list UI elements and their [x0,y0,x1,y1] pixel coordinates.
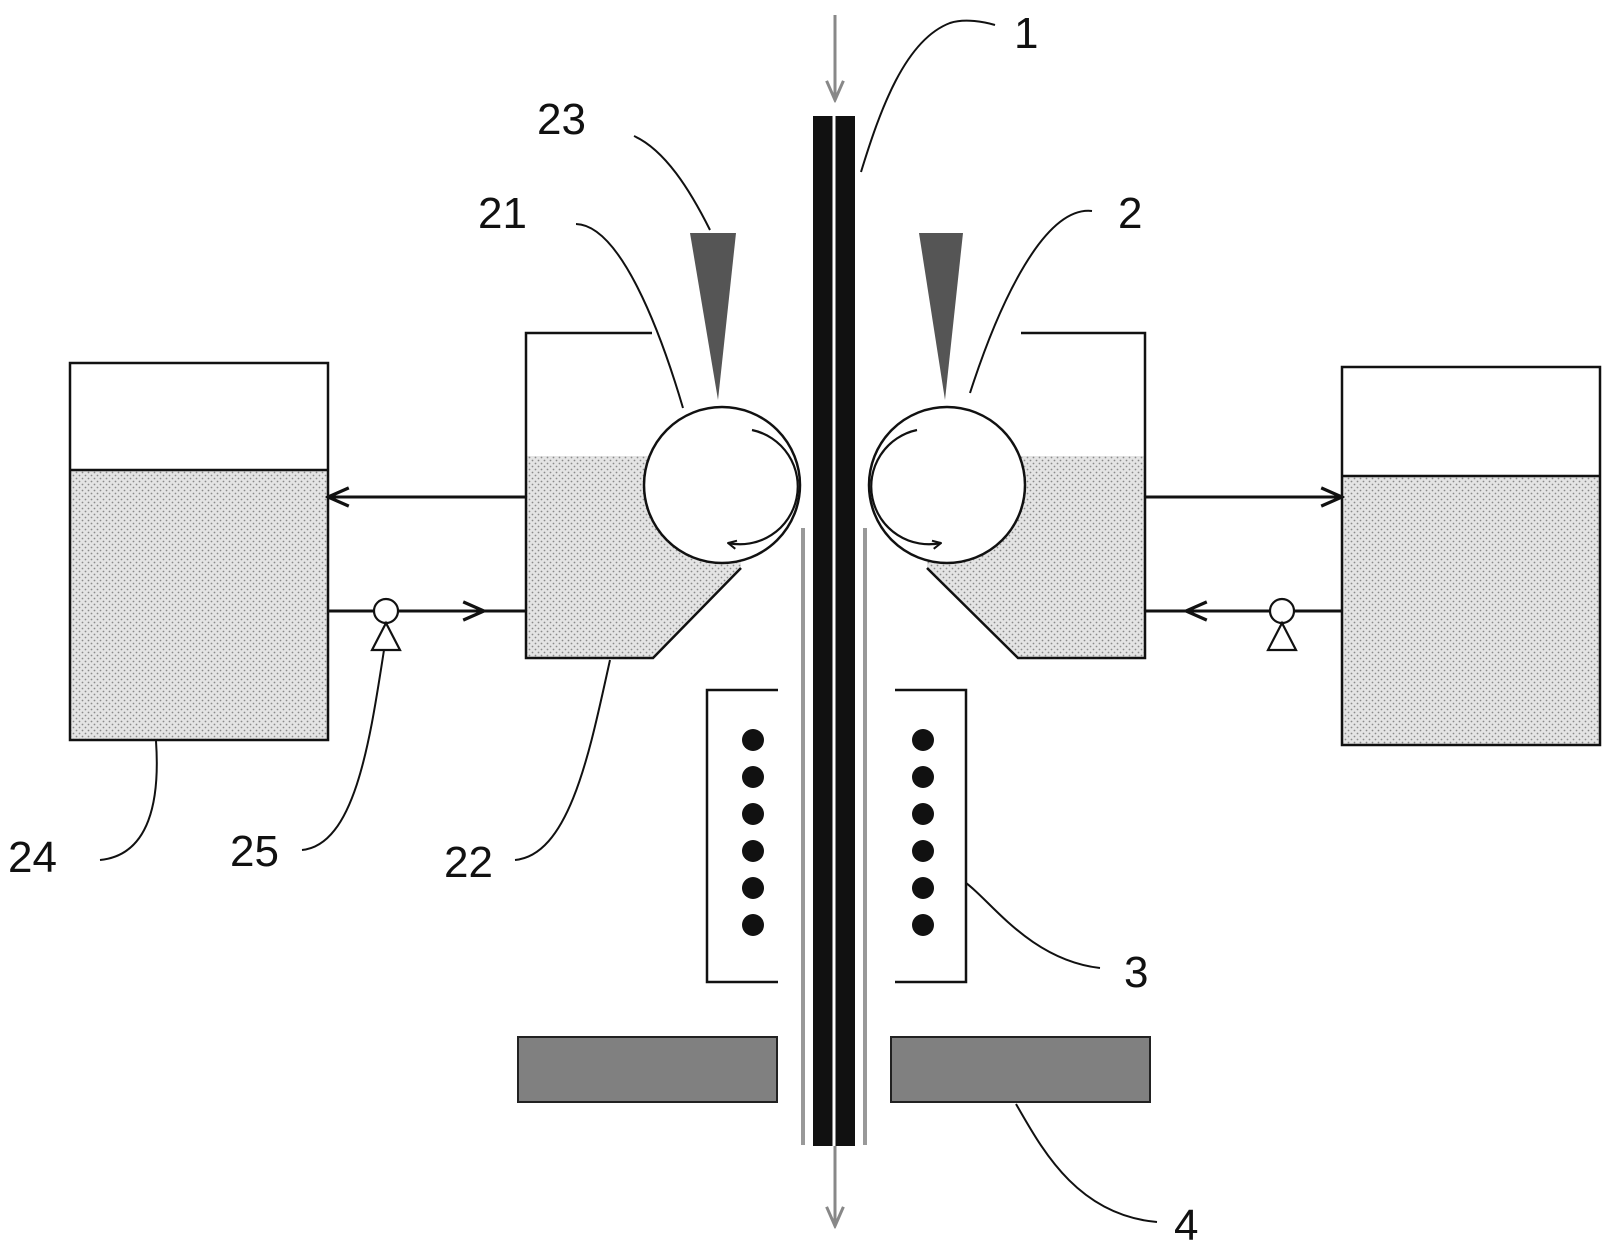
label-22: 22 [444,838,493,887]
label-23: 23 [537,95,586,144]
leader-line-4 [1015,1103,1158,1223]
pump-left [370,597,402,652]
label-2: 2 [1118,189,1142,238]
coating-layer-left [801,528,805,1145]
coating-layer-right [863,528,867,1145]
label-24: 24 [8,833,57,882]
leader-line-24 [99,740,158,861]
gas-knife-left [690,233,736,400]
leader-line-3 [965,882,1101,969]
storage-tank-right [1340,365,1602,747]
label-4: 4 [1174,1201,1198,1246]
storage-tank-left [68,361,330,742]
pump-right [1266,597,1298,652]
gas-knife-right [919,233,963,400]
label-21: 21 [478,189,527,238]
leader-line-25 [301,649,385,851]
label-1: 1 [1014,9,1038,58]
induction-heater-right [895,688,968,984]
leader-line-1 [860,19,996,173]
cooling-plate-right [890,1036,1151,1103]
label-25: 25 [230,827,279,876]
label-3: 3 [1124,948,1148,997]
coating-roll-right [867,405,1027,565]
steel-strip [813,116,855,1146]
leader-line-21 [575,223,684,409]
induction-heater-left [705,688,778,984]
coating-roll-left [642,405,802,565]
leader-line-2 [969,209,1093,394]
leader-line-23 [633,135,711,231]
cooling-plate-left [517,1036,778,1103]
leader-line-22 [514,659,611,861]
